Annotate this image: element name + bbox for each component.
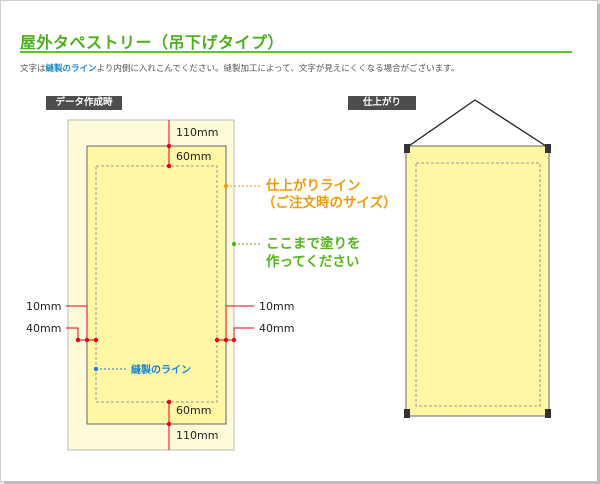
right-inner-leader <box>225 305 254 338</box>
title-underline <box>20 51 572 53</box>
bottom-left-grommet <box>404 409 410 418</box>
left-inner-leader <box>66 305 88 338</box>
finish-line-label: 仕上がりライン <box>265 177 361 194</box>
left-marker-dot <box>75 337 81 343</box>
bottom-marker-dot <box>166 421 172 427</box>
top-outer-dim: 110mm <box>176 126 218 139</box>
right-inner-dim: 10mm <box>259 300 294 313</box>
left-marker-dot <box>93 337 99 343</box>
finish-callout-dot <box>223 183 229 189</box>
finished-tag: 仕上がり <box>348 96 416 110</box>
left-outer-dim: 40mm <box>26 322 61 335</box>
right-marker-dot <box>214 337 220 343</box>
note-highlight: 縫製のライン <box>45 64 97 74</box>
hanging-cord <box>405 99 550 149</box>
paint-callout-dot <box>231 241 237 247</box>
note-suffix: より内側に入れこんでください。縫製加工によって、文字が見えにくくなる場合がござい… <box>96 64 460 74</box>
paint-label-1: ここまで塗りを <box>266 235 361 252</box>
right-marker-dot <box>231 337 237 343</box>
top-inner-dim: 60mm <box>176 150 211 163</box>
bottom-inner-dim: 60mm <box>176 404 211 417</box>
data-creation-tag: データ作成時 <box>46 96 122 110</box>
sewing-line-label: 縫製のライン <box>131 363 191 376</box>
finished-sewing-line <box>415 162 541 407</box>
finish-size-label: （ご注文時のサイズ） <box>262 194 397 211</box>
left-marker-dot <box>84 337 90 343</box>
finish-line <box>86 145 227 425</box>
right-marker-dot <box>223 337 229 343</box>
left-inner-dim: 10mm <box>26 300 61 313</box>
top-marker-dot <box>166 143 172 149</box>
top-right-grommet <box>545 144 551 153</box>
top-left-grommet <box>404 144 410 153</box>
page-title: 屋外タペストリー（吊下げタイプ） <box>20 33 285 52</box>
bottom-outer-dim: 110mm <box>176 429 218 442</box>
bottom-right-grommet <box>545 409 551 418</box>
panel-shadow-right <box>597 4 600 484</box>
paint-label-2: 作ってください <box>266 253 359 270</box>
sewing-line <box>95 165 218 403</box>
finished-banner <box>405 145 550 417</box>
top-marker-dot <box>166 163 172 169</box>
note-prefix: 文字は <box>20 64 46 74</box>
sewing-note: 文字は縫製のラインより内側に入れこんでください。縫製加工によって、文字が見えにく… <box>20 62 459 74</box>
panel-shadow-bottom <box>4 481 600 484</box>
bottom-marker-dot <box>166 399 172 405</box>
right-outer-dim: 40mm <box>259 322 294 335</box>
sewing-callout-dot <box>93 366 99 372</box>
